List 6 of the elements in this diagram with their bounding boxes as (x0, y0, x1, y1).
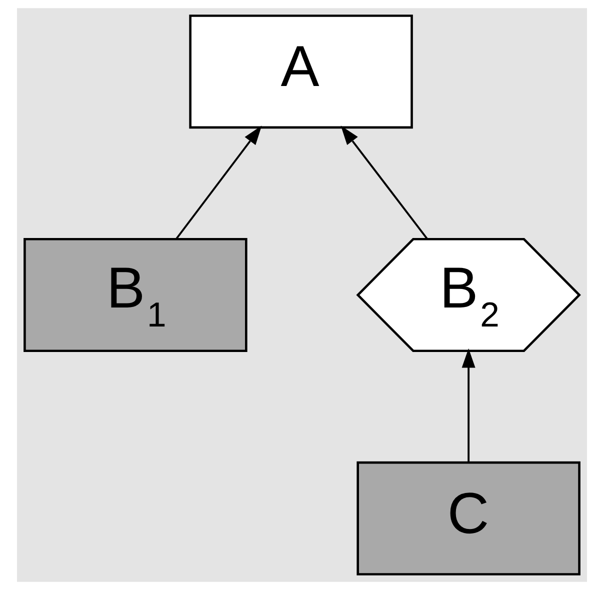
node-box: A (188, 14, 412, 129)
arrow (461, 348, 475, 462)
node-box: B$_{1}$ (23, 238, 247, 352)
arrow (175, 126, 262, 240)
arrow (340, 126, 428, 240)
node-box: C (356, 461, 580, 576)
